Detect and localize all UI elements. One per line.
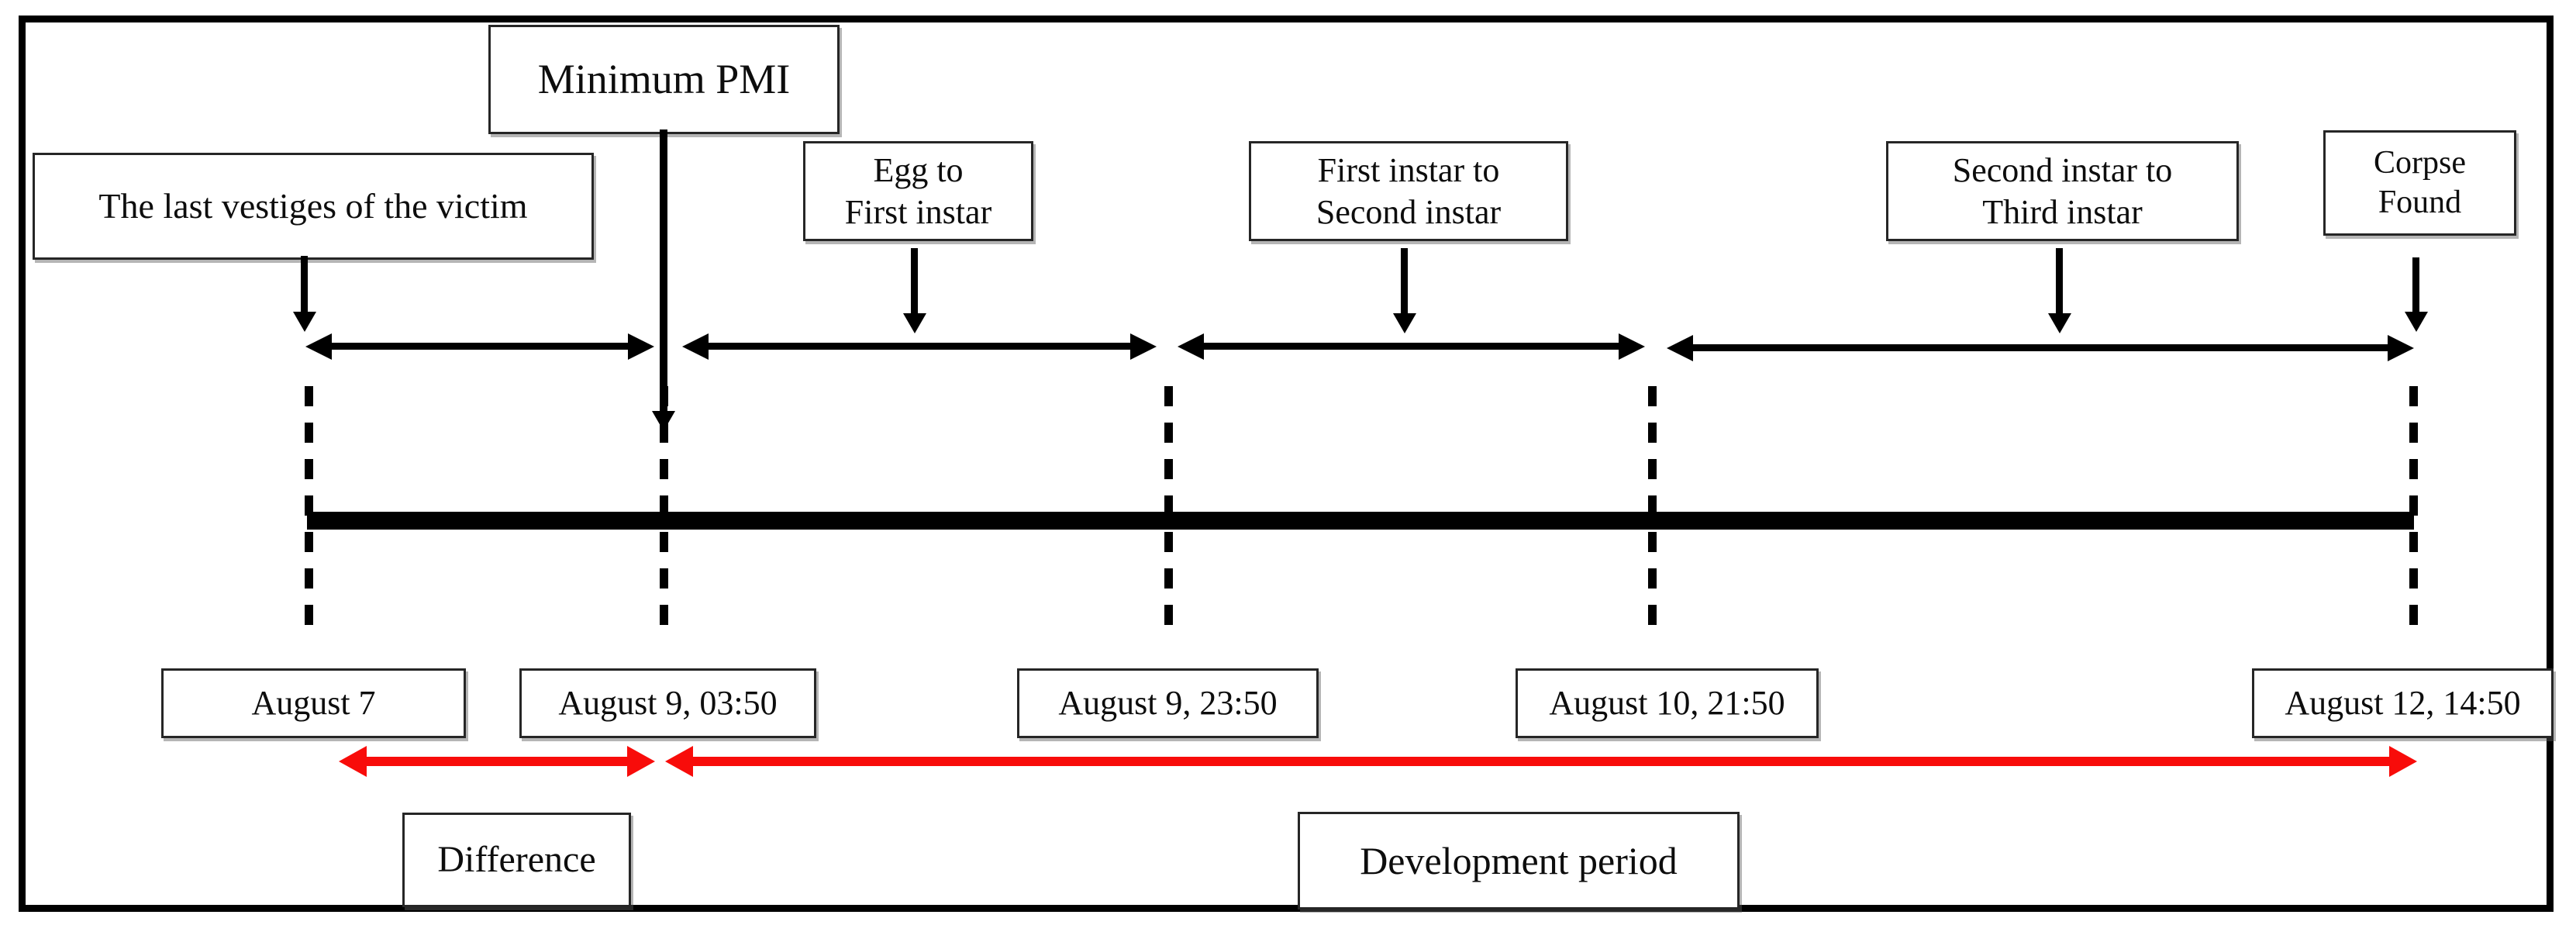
- stage-box-last-vestiges: The last vestiges of the victim: [33, 153, 594, 260]
- stage-box-corpse-found: Corpse Found: [2323, 130, 2516, 236]
- date-label: August 10, 21:50: [1549, 684, 1785, 723]
- down-arrow-last-vestiges: [301, 256, 308, 312]
- date-label: August 9, 23:50: [1058, 684, 1278, 723]
- period-label: Development period: [1360, 838, 1678, 882]
- date-label: August 9, 03:50: [558, 684, 778, 723]
- stage-box-minimum-pmi: Minimum PMI: [488, 25, 840, 134]
- down-arrow-egg-to-first-instar: [911, 248, 918, 314]
- down-arrow-minimum-pmi: [660, 129, 667, 412]
- date-box-august-7: August 7: [161, 668, 466, 738]
- date-box-august-9-2350: August 9, 23:50: [1017, 668, 1319, 738]
- date-box-august-9-0350: August 9, 03:50: [519, 668, 816, 738]
- difference-box: Difference: [402, 813, 631, 907]
- stage-box-label: Third instar: [1982, 192, 2143, 231]
- stage-box-first-to-second-instar: First instar to Second instar: [1249, 141, 1568, 241]
- interval-arrow-egg-to-first: [708, 343, 1131, 350]
- date-label: August 7: [251, 684, 376, 723]
- red-arrow-development-period: [692, 757, 2390, 766]
- dotted-line-august-12-1450: [2409, 386, 2418, 636]
- development-period-box: Development period: [1298, 812, 1740, 910]
- stage-box-label: First instar to: [1317, 150, 1500, 189]
- stage-box-label: First instar: [844, 192, 992, 231]
- stage-box-label: The last vestiges of the victim: [98, 185, 528, 226]
- stage-box-label: Second instar: [1316, 192, 1502, 231]
- red-arrow-difference: [366, 757, 628, 766]
- stage-box-second-to-third-instar: Second instar to Third instar: [1886, 141, 2239, 241]
- dotted-line-august-9-2350: [1164, 386, 1173, 636]
- stage-box-label: Corpse: [2374, 144, 2466, 181]
- down-arrow-second-to-third-instar: [2056, 248, 2063, 314]
- stage-box-label: Minimum PMI: [537, 55, 791, 102]
- stage-box-label: Second instar to: [1952, 150, 2173, 189]
- stage-box-label: Egg to: [873, 150, 964, 189]
- interval-arrow-vestiges-to-pmi: [331, 343, 629, 350]
- date-box-august-12-1450: August 12, 14:50: [2252, 668, 2554, 738]
- interval-arrow-first-to-second: [1203, 343, 1619, 350]
- period-label: Difference: [437, 838, 596, 880]
- down-arrow-corpse-found: [2412, 257, 2419, 312]
- interval-arrow-second-to-third: [1692, 344, 2388, 351]
- dotted-line-august-7: [305, 386, 313, 636]
- stage-box-label: Found: [2378, 185, 2462, 220]
- dotted-line-august-10-2150: [1648, 386, 1657, 636]
- stage-box-egg-to-first-instar: Egg to First instar: [803, 141, 1033, 241]
- date-box-august-10-2150: August 10, 21:50: [1516, 668, 1819, 738]
- dotted-line-august-9-0350: [660, 386, 668, 636]
- timeline-bar: [307, 512, 2414, 530]
- down-arrow-first-to-second-instar: [1401, 248, 1408, 314]
- figure-frame: [19, 16, 2554, 912]
- date-label: August 12, 14:50: [2285, 684, 2521, 723]
